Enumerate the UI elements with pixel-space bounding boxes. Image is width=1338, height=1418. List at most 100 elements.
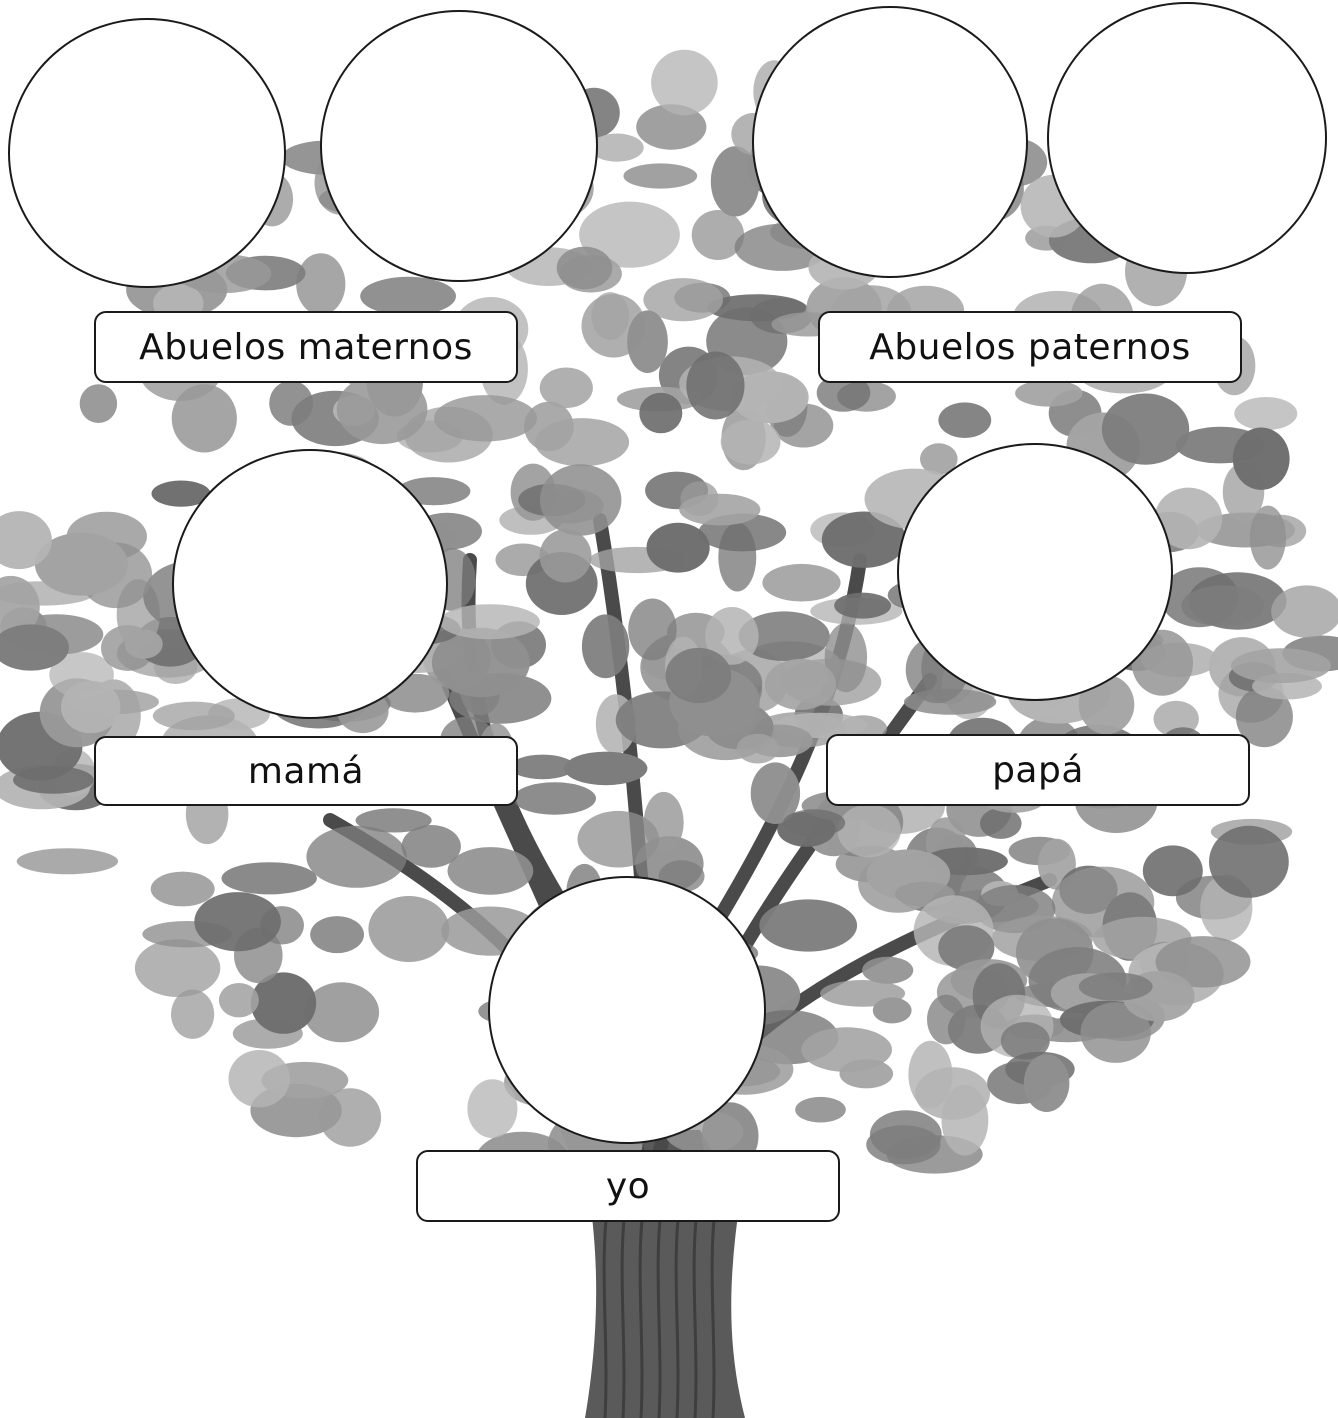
foliage-blob [1232, 427, 1290, 490]
foliage-blob [355, 808, 432, 833]
foliage-blob [152, 701, 235, 731]
self-label: yo [416, 1150, 840, 1222]
foliage-blob [306, 825, 407, 888]
foliage-blob [1080, 1002, 1151, 1063]
foliage-blob [862, 956, 914, 984]
foliage-blob [1209, 825, 1289, 898]
foliage-blob [556, 246, 613, 290]
foliage-blob [1231, 648, 1331, 684]
foliage-blob [401, 825, 461, 868]
foliage-blob [731, 371, 809, 424]
foliage-blob [319, 1088, 382, 1147]
father-photo-circle[interactable] [897, 443, 1173, 701]
bark-line [602, 1199, 610, 1418]
foliage-blob [360, 276, 456, 316]
foliage-blob [908, 1040, 953, 1109]
foliage-blob [623, 163, 698, 189]
mother-label: mamá [94, 736, 518, 806]
foliage-blob [783, 809, 846, 837]
foliage-blob [1235, 686, 1293, 748]
foliage-blob [720, 419, 781, 465]
foliage-blob [539, 529, 592, 583]
bark-line [692, 1199, 700, 1418]
foliage-blob [194, 892, 281, 952]
foliage-blob [759, 899, 858, 952]
foliage-blob [941, 1084, 989, 1156]
foliage-blob [467, 1079, 518, 1139]
bark-line [620, 1199, 628, 1418]
foliage-blob [834, 592, 891, 619]
foliage-blob [564, 751, 648, 786]
foliage-blob [764, 658, 837, 710]
foliage-blob [1078, 972, 1153, 1001]
foliage-blob [1101, 393, 1190, 465]
foliage-blob [0, 624, 69, 671]
foliage-blob [250, 972, 317, 1034]
bark-line [710, 1199, 718, 1418]
paternal-grandparent-2-photo-circle[interactable] [1047, 2, 1327, 274]
foliage-blob [920, 443, 958, 475]
foliage-blob [79, 384, 118, 423]
foliage-blob [821, 511, 907, 568]
foliage-blob [816, 374, 871, 412]
foliage-blob [310, 916, 364, 954]
foliage-blob [1154, 487, 1223, 550]
foliage-blob [646, 522, 710, 573]
foliage-blob [60, 680, 121, 734]
foliage-blob [1249, 505, 1286, 570]
foliage-blob [1271, 585, 1338, 638]
foliage-blob [824, 622, 868, 693]
foliage-blob [639, 392, 683, 434]
self-photo-circle[interactable] [488, 876, 766, 1144]
foliage-blob [124, 629, 163, 659]
foliage-blob [218, 983, 259, 1018]
maternal-grandparents-label: Abuelos maternos [94, 311, 518, 383]
foliage-blob [651, 49, 718, 116]
foliage-blob [577, 810, 660, 868]
foliage-blob [801, 1027, 892, 1072]
foliage-blob [447, 847, 534, 895]
foliage-blob [927, 994, 966, 1045]
foliage-blob [1155, 936, 1251, 988]
foliage-blob [1142, 845, 1203, 897]
foliage-blob [13, 766, 94, 794]
paternal-grandparent-1-photo-circle[interactable] [752, 6, 1028, 278]
foliage-blob [534, 418, 630, 467]
foliage-blob [705, 607, 759, 665]
foliage-blob [539, 367, 593, 409]
foliage-blob [34, 532, 128, 596]
foliage-blob [628, 598, 677, 661]
foliage-blob [0, 511, 52, 570]
foliage-blob [581, 614, 630, 679]
foliage-blob [738, 611, 830, 661]
foliage-blob [171, 384, 237, 453]
foliage-blob [1078, 675, 1135, 735]
foliage-blob [750, 762, 801, 824]
foliage-blob [938, 925, 995, 971]
foliage-blob [134, 939, 221, 997]
foliage-blob [431, 627, 530, 698]
foliage-blob [513, 782, 596, 815]
foliage-blob [171, 989, 215, 1039]
foliage-blob [820, 980, 906, 1007]
foliage-blob [1023, 1054, 1070, 1112]
foliage-blob [296, 253, 346, 315]
mother-photo-circle[interactable] [172, 449, 448, 719]
foliage-blob [1181, 585, 1265, 627]
foliage-blob [150, 871, 215, 907]
foliage-blob [228, 1050, 290, 1108]
foliage-blob [1234, 397, 1298, 431]
foliage-blob [590, 133, 644, 162]
maternal-grandparent-2-photo-circle[interactable] [320, 10, 598, 282]
paternal-grandparents-label: Abuelos paternos [818, 311, 1242, 383]
maternal-grandparent-1-photo-circle[interactable] [8, 18, 286, 288]
foliage-blob [539, 464, 622, 536]
foliage-blob [686, 351, 745, 420]
foliage-blob [336, 374, 428, 445]
foliage-blob [627, 310, 668, 374]
foliage-blob [1015, 379, 1083, 407]
foliage-blob [643, 278, 723, 322]
foliage-blob [679, 493, 761, 526]
foliage-blob [579, 201, 680, 268]
foliage-blob [866, 1125, 941, 1165]
